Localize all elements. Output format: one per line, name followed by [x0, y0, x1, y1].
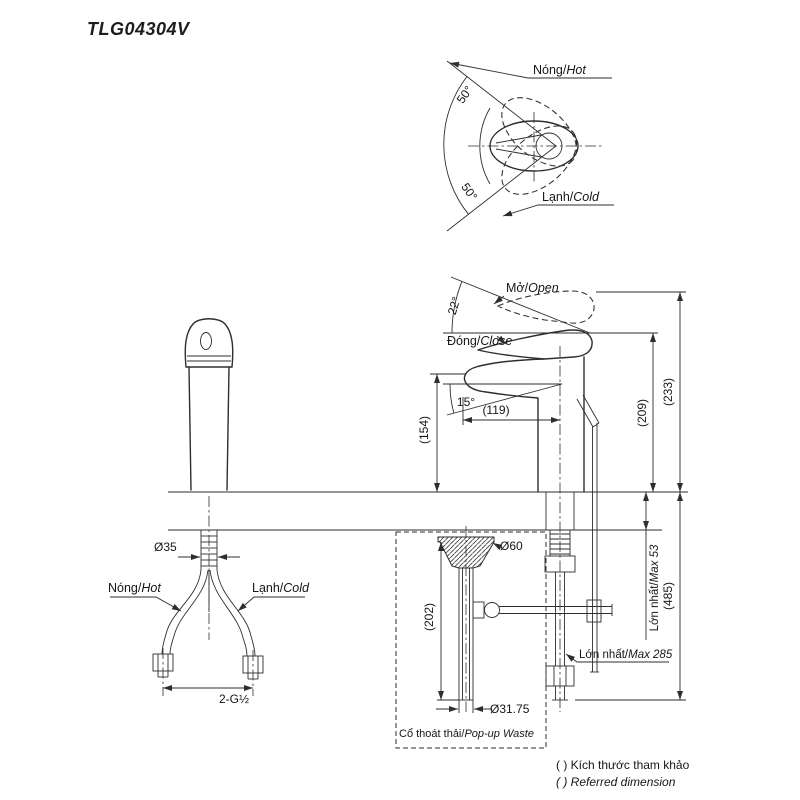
- angle-50-upper-label: 50°: [454, 83, 476, 106]
- dim-119-label: (119): [482, 403, 509, 417]
- open-label: Mở/Open: [506, 281, 559, 295]
- max-285-label: Lớn nhất/Max 285: [579, 649, 673, 661]
- angle-50-lower-label: 50°: [458, 180, 480, 203]
- dim-d3175-label: Ø31.75: [490, 702, 530, 716]
- dimension-annotations: 22° Mở/Open Đóng/Close 15° (119) (154) (…: [417, 276, 686, 701]
- top-cold-label: Lạnh/Cold: [542, 190, 600, 204]
- product-code: TLG04304V: [87, 19, 191, 39]
- dim-485-label: (485): [661, 582, 675, 610]
- front-shank-threads: [201, 535, 217, 567]
- footnote-vi: ( ) Kích thước tham khảo: [556, 758, 690, 772]
- dim-d60-label: Ø60: [500, 539, 523, 553]
- top-hot-label: Nóng/Hot: [533, 63, 586, 77]
- dim-d35-label: Ø35: [154, 540, 177, 554]
- dim-209-label: (209): [635, 399, 649, 427]
- popup-waste-label: Cổ thoát thải/Pop-up Waste: [399, 728, 534, 740]
- front-cold-label: Lạnh/Cold: [252, 581, 310, 595]
- popup-waste-assembly: Ø60 (202) Ø31.75 Cổ thoát thải/Pop-up Wa…: [395, 526, 613, 749]
- footnote-en: ( ) Referred dimension: [556, 775, 676, 789]
- counter-section: [168, 491, 688, 531]
- side-shank-threads: [550, 533, 570, 555]
- dim-233-label: (233): [661, 378, 675, 406]
- angle-22-label: 22°: [445, 295, 464, 317]
- dim-154-label: (154): [417, 416, 431, 444]
- angle-15-label: 15°: [457, 395, 475, 409]
- top-view-handle-rotation: 50° 50° Nóng/Hot Lạnh/Cold: [443, 60, 614, 232]
- dim-202-label: (202): [422, 603, 436, 631]
- max-53-label: Lớn nhất/Max 53: [649, 544, 661, 631]
- dim-2g12-label: 2-G½: [219, 692, 249, 706]
- front-hot-label: Nóng/Hot: [108, 581, 161, 595]
- side-view-faucet: [463, 290, 602, 712]
- front-view-faucet: Ø35 Nóng/Hot Lạnh/Cold 2-G½: [108, 318, 310, 706]
- footnotes: ( ) Kích thước tham khảo ( ) Referred di…: [556, 758, 690, 789]
